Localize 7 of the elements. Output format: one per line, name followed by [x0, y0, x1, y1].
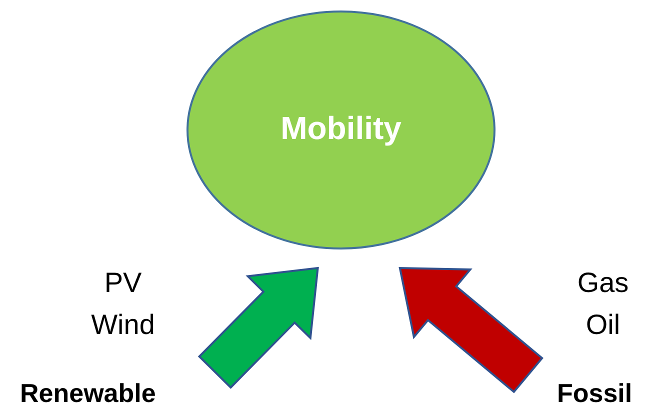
category-label: Renewable	[20, 378, 156, 409]
block-arrow	[198, 266, 319, 389]
node-label: Mobility	[280, 110, 402, 147]
source-list: PV Wind	[78, 262, 168, 346]
block-arrow	[398, 266, 544, 394]
source-list: Gas Oil	[558, 262, 648, 346]
category-label: Fossil	[557, 378, 632, 409]
